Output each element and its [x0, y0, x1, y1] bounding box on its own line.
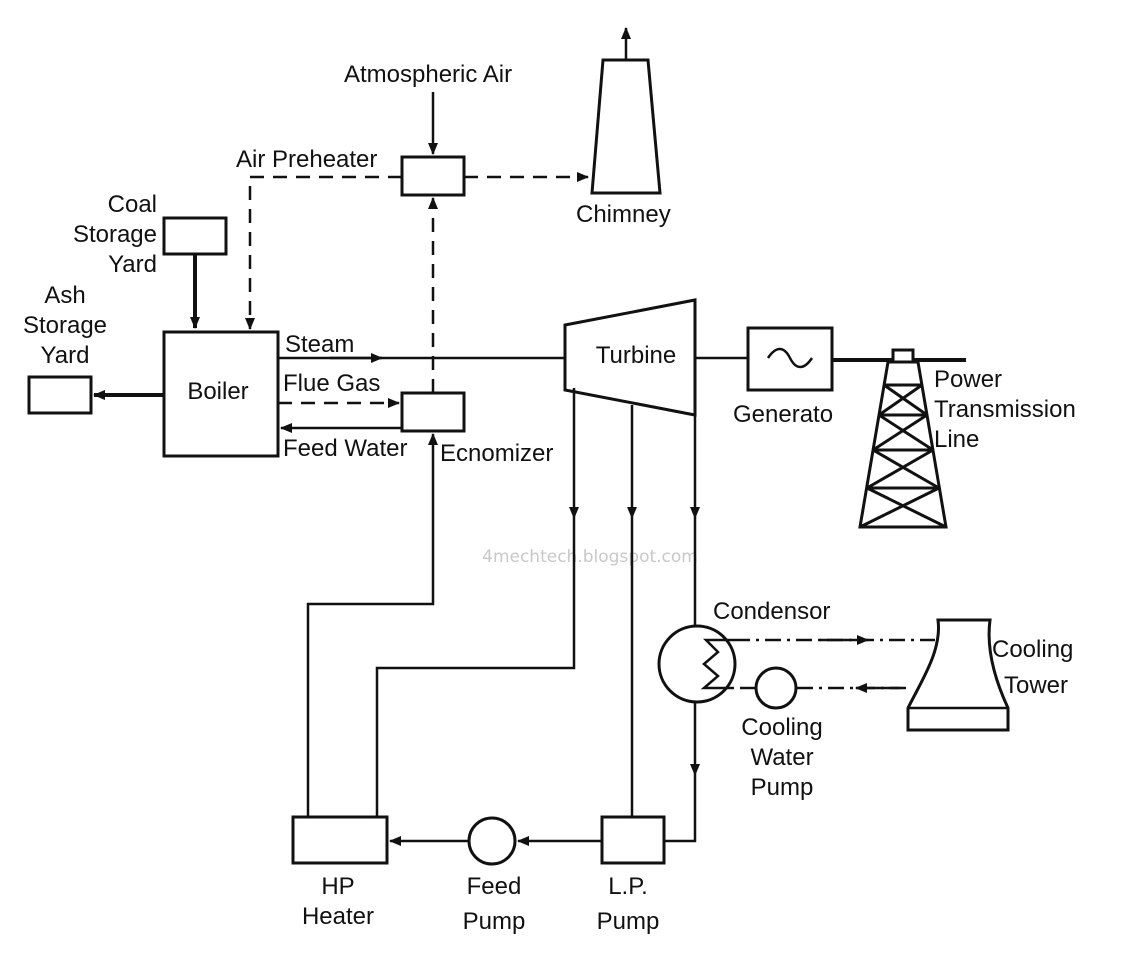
air-preheater-label: Air Preheater — [236, 146, 377, 173]
cooling-tower-label-1: Cooling — [992, 636, 1073, 663]
boiler-label: Boiler — [187, 378, 248, 405]
flue-gas-label: Flue Gas — [283, 370, 380, 397]
atmospheric-air-label: Atmospheric Air — [344, 61, 512, 88]
cooling-tower-shape — [906, 618, 1010, 732]
cooling-tower-label-2: Tower — [1004, 672, 1068, 699]
generator-label: Generato — [733, 401, 833, 428]
power-line-label-2: Transmission — [934, 396, 1076, 423]
hot-air-to-boiler-line — [245, 175, 402, 330]
hp-heater-label-2: Heater — [302, 903, 374, 930]
feed-pump-label-2: Pump — [463, 908, 526, 935]
cooling-water-pump-circle — [754, 666, 798, 710]
feed-water-label: Feed Water — [283, 435, 408, 462]
power-line-label-1: Power — [934, 366, 1002, 393]
hp-heater-box — [291, 815, 389, 865]
cooling-water-pump-label-3: Pump — [751, 774, 814, 801]
transmission-tower-icon — [832, 348, 966, 529]
condenser-circle — [657, 624, 737, 704]
air-preheater-box — [400, 155, 466, 197]
turbine-label: Turbine — [596, 342, 676, 369]
feed-pump-label-1: Feed — [467, 873, 522, 900]
lp-pump-box — [600, 815, 666, 865]
lp-pump-label-2: Pump — [597, 908, 660, 935]
chimney-shape — [590, 58, 662, 195]
cooling-water-pump-label-1: Cooling — [741, 714, 822, 741]
condensor-label: Condensor — [713, 598, 830, 625]
coal-storage-label-3: Yard — [108, 251, 157, 278]
bleed-1-to-hp-heater-line — [375, 518, 576, 817]
coal-storage-label-1: Coal — [108, 191, 157, 218]
steam-label: Steam — [285, 331, 354, 358]
chimney-label: Chimney — [576, 201, 671, 228]
ash-storage-label-1: Ash — [44, 282, 85, 309]
coal-storage-label-2: Storage — [73, 221, 157, 248]
condensate-to-lp-pump-line — [664, 775, 697, 843]
feed-pump-circle — [467, 816, 517, 866]
lp-pump-label-1: L.P. — [608, 873, 648, 900]
condenser-coil-icon — [700, 638, 734, 690]
ash-storage-label-3: Yard — [41, 342, 90, 369]
watermark-text: 4mechtech.blogspot.com — [482, 547, 698, 567]
ash-storage-yard-box — [27, 375, 93, 415]
economizer-label: Ecnomizer — [440, 440, 553, 467]
hp-heater-to-economizer-line — [306, 520, 435, 817]
generator-sine-icon — [766, 347, 814, 369]
power-line-label-3: Line — [934, 426, 979, 453]
hp-heater-label-1: HP — [321, 873, 354, 900]
economizer-box — [400, 391, 466, 433]
cooling-water-pump-label-2: Water — [750, 744, 813, 771]
ash-storage-label-2: Storage — [23, 312, 107, 339]
coal-storage-yard-box — [162, 216, 228, 256]
